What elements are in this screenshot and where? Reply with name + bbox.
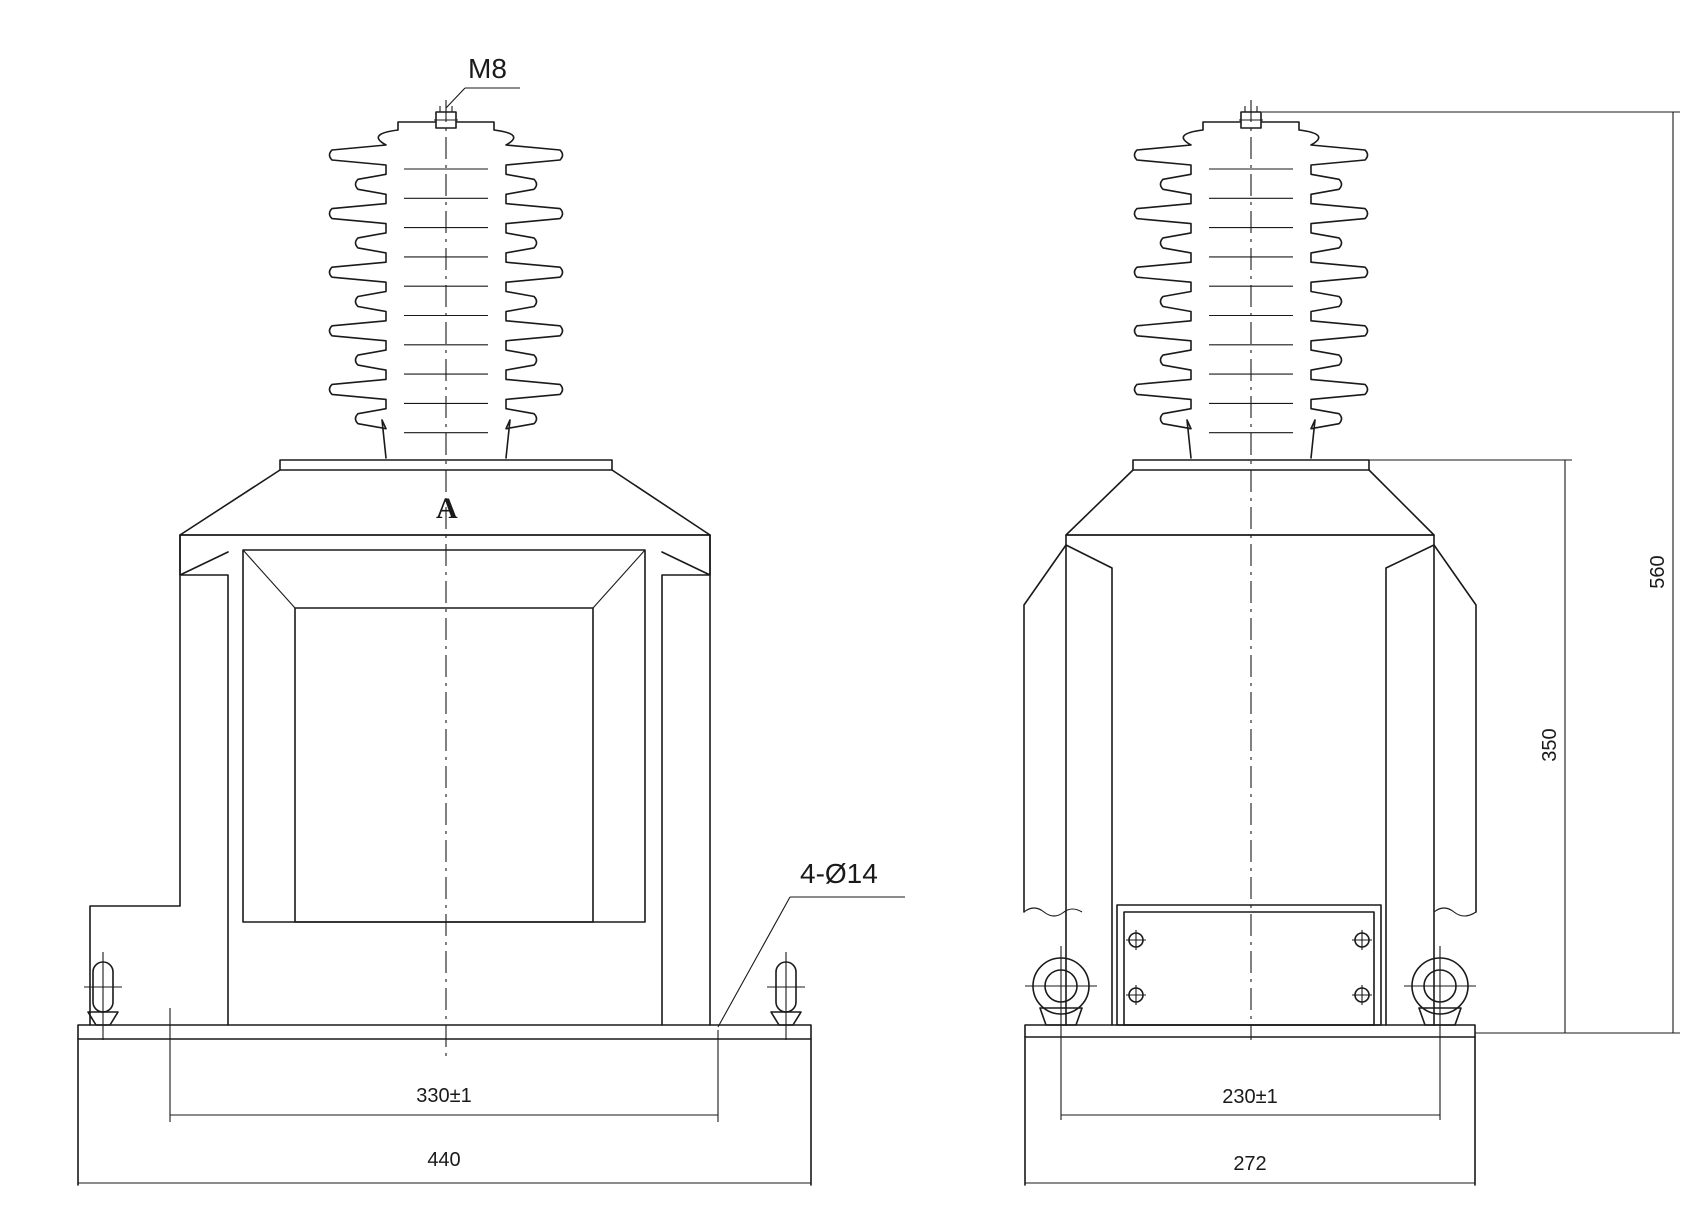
front-core xyxy=(294,607,594,923)
front-left-pillar xyxy=(179,534,229,1026)
side-base-width-dimension: 272 xyxy=(1025,1153,1475,1184)
side-right-wing xyxy=(1385,544,1477,1026)
front-hole-spacing-label: 330±1 xyxy=(416,1085,471,1107)
thread-label: M8 xyxy=(468,53,507,84)
holes-label: 4-Ø14 xyxy=(800,858,878,889)
front-view: A M8 4-Ø14 330±1 440 xyxy=(77,53,905,1186)
side-base-plate xyxy=(1024,1024,1476,1038)
front-base-plate xyxy=(77,1024,812,1040)
side-shoulder xyxy=(1065,469,1435,536)
holes-callout: 4-Ø14 xyxy=(717,858,905,1028)
side-left-eye xyxy=(1025,946,1097,1120)
side-terminal-box xyxy=(1116,904,1382,1026)
front-base-width-label: 440 xyxy=(427,1149,460,1171)
front-core-frame xyxy=(242,549,646,923)
side-body xyxy=(1065,534,1435,1026)
side-total-height-label: 560 xyxy=(1647,555,1669,588)
side-hole-spacing-label: 230±1 xyxy=(1222,1086,1277,1108)
terminal-label: A xyxy=(436,492,458,525)
side-body-height-label: 350 xyxy=(1539,728,1561,761)
side-right-eye xyxy=(1404,946,1476,1120)
side-terminal-panel xyxy=(1123,911,1375,1026)
front-body xyxy=(89,534,711,1026)
side-body-height-dimension: 350 xyxy=(1369,459,1572,1034)
side-shed-lines xyxy=(1209,168,1293,434)
side-total-height-dimension: 560 xyxy=(1262,111,1680,1034)
side-left-wing xyxy=(1023,544,1113,1026)
front-base xyxy=(77,1038,812,1186)
front-left-lug xyxy=(84,952,122,1040)
side-base-width-label: 272 xyxy=(1233,1153,1266,1175)
side-base xyxy=(1024,1036,1476,1186)
side-view: 230±1 272 350 560 xyxy=(1023,100,1680,1186)
front-right-lug xyxy=(767,952,805,1040)
front-right-pillar xyxy=(661,534,711,1026)
front-base-width-dimension: 440 xyxy=(78,1149,811,1184)
thread-callout: M8 xyxy=(445,53,520,109)
front-hole-spacing-dimension: 330±1 xyxy=(169,1008,719,1122)
side-hole-spacing-dimension: 230±1 xyxy=(1061,1086,1440,1116)
side-box-screws xyxy=(1126,930,1372,1005)
